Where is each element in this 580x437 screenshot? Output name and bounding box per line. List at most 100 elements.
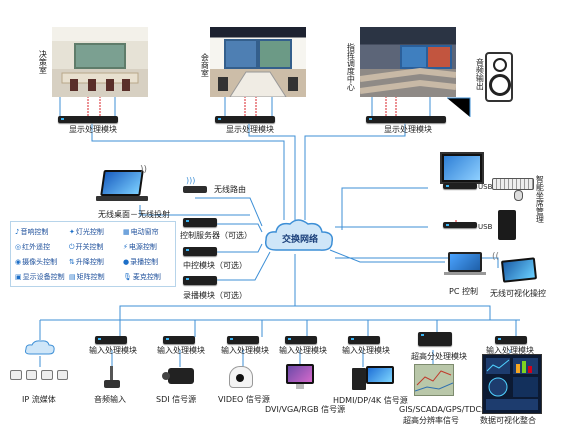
hires-module-device xyxy=(418,332,452,346)
legend-item-lift: ⇅升降控制 xyxy=(69,257,104,267)
legend-label: 麦克控制 xyxy=(132,273,161,281)
wireless-desktop-label: 无线桌面－无线投射 xyxy=(98,210,170,219)
legend-label: 电动窗帘 xyxy=(130,228,159,236)
legend-item-infrared: ◎红外遥控 xyxy=(15,242,50,252)
room-label-command: 指挥调度中心 xyxy=(346,43,356,91)
imac-icon xyxy=(286,364,314,384)
seat-module-1 xyxy=(443,183,477,189)
record-icon: ● xyxy=(123,258,130,266)
input-module-sdi xyxy=(163,336,195,344)
source-label-hires: 超高分辨率信号 xyxy=(403,416,459,425)
curtain-icon: ▦ xyxy=(123,228,130,236)
input-module-vga xyxy=(285,336,317,344)
source-label-video: VIDEO 信号源 xyxy=(218,395,270,404)
wireless-laptop-icon xyxy=(100,170,144,196)
infrared-icon: ◎ xyxy=(15,243,22,251)
input-module-label: 输入处理模块 xyxy=(342,346,390,355)
network-label: 交换网络 xyxy=(282,235,319,245)
meeting-room-photo xyxy=(210,27,306,97)
line-server xyxy=(216,223,263,233)
microphone-icon xyxy=(104,366,120,388)
sound-icon: ♪ xyxy=(15,228,20,236)
input-module-label: 输入处理模块 xyxy=(279,346,327,355)
central-control-label: 中控模块（可选） xyxy=(183,261,247,270)
legend-label: 矩阵控制 xyxy=(76,273,105,281)
legend-item-matrix: ▤矩阵控制 xyxy=(69,272,105,282)
ip-camera-icon xyxy=(41,370,53,380)
usb-label-2: USB xyxy=(478,223,493,231)
input-module-hdmi xyxy=(348,336,380,344)
mouse-icon xyxy=(514,190,523,201)
legend-item-switch: ⏻开关控制 xyxy=(69,242,104,252)
display-module-label-decision: 显示处理模块 xyxy=(69,125,117,134)
control-legend: ♪音响控制 ✦灯光控制 ▦电动窗帘 ◎红外遥控 ⏻开关控制 ⚡电源控制 ◉摄像头… xyxy=(10,221,176,287)
light-icon: ✦ xyxy=(69,228,75,236)
input-module-data xyxy=(495,336,527,344)
input-module-label: 输入处理模块 xyxy=(486,346,534,355)
wifi-icon: (( xyxy=(492,252,500,262)
legend-item-curtain: ▦电动窗帘 xyxy=(123,227,159,237)
input-module-label: 输入处理模块 xyxy=(221,346,269,355)
ip-cloud-icon xyxy=(24,340,56,356)
legend-item-power: ⚡电源控制 xyxy=(123,242,157,252)
legend-label: 红外遥控 xyxy=(22,243,51,251)
laptop-base xyxy=(444,272,486,275)
command-center-photo xyxy=(360,27,456,97)
control-server-device xyxy=(183,218,217,227)
legend-item-record: ●录播控制 xyxy=(123,257,158,267)
legend-item-display-device: ▣显示设备控制 xyxy=(15,272,65,282)
legend-label: 录播控制 xyxy=(130,258,159,266)
power-icon: ⚡ xyxy=(123,243,128,251)
room-label-meeting: 会商室 xyxy=(200,53,210,77)
display-module-meeting xyxy=(215,116,275,123)
dome-camera-icon xyxy=(229,366,253,388)
router-signal-icon: ))) xyxy=(186,176,196,185)
sdi-camera-icon xyxy=(162,368,194,384)
central-control-device xyxy=(183,247,217,256)
ip-camera-icon xyxy=(25,370,37,380)
data-visualization-wall-icon xyxy=(482,354,542,414)
matrix-icon: ▤ xyxy=(69,273,76,281)
display-module-label-meeting: 显示处理模块 xyxy=(226,125,274,134)
smart-seat-label: 智能坐席管理 xyxy=(535,175,545,223)
legend-label: 开关控制 xyxy=(75,243,104,251)
wireless-router-label: 无线路由 xyxy=(214,185,246,194)
display-module-decision xyxy=(58,116,118,123)
switch-icon: ⏻ xyxy=(69,242,75,251)
recording-device xyxy=(183,276,217,285)
source-label-sdi: SDI 信号源 xyxy=(156,395,197,404)
mic-icon: 🎙 xyxy=(123,273,132,281)
speaker-icon xyxy=(485,52,513,102)
audio-output-label: 音频输出 xyxy=(475,58,485,90)
ip-camera-icon xyxy=(56,370,68,380)
legend-item-light: ✦灯光控制 xyxy=(69,227,104,237)
monitor-small-icon xyxy=(366,366,394,384)
gis-map-icon xyxy=(414,364,454,396)
display-module-label-command: 显示处理模块 xyxy=(384,125,432,134)
source-label-audio: 音频输入 xyxy=(94,395,126,404)
line-decision xyxy=(91,122,285,220)
decision-room-photo xyxy=(52,27,148,97)
line-command xyxy=(304,122,406,220)
laptop-pc-icon xyxy=(448,252,482,272)
legend-label: 音响控制 xyxy=(20,228,49,236)
router-icon xyxy=(183,186,207,193)
monitor-icon xyxy=(440,152,484,184)
line-pc xyxy=(329,249,445,263)
control-server-label: 控制服务器（可选） xyxy=(180,231,252,240)
pc-tower-small-icon xyxy=(352,368,366,390)
room-label-decision: 决策室 xyxy=(38,50,48,74)
source-label-ip: IP 流媒体 xyxy=(22,395,56,404)
input-module-video xyxy=(227,336,259,344)
network-cloud: 交换网络 xyxy=(262,218,336,256)
line-laptop xyxy=(139,205,250,216)
line-record xyxy=(216,251,271,281)
wireless-visual-label: 无线可视化操控 xyxy=(490,289,546,298)
lift-icon: ⇅ xyxy=(69,258,75,266)
ip-camera-icon xyxy=(10,370,22,380)
legend-label: 电源控制 xyxy=(128,243,157,251)
line-router xyxy=(195,197,263,227)
legend-label: 显示设备控制 xyxy=(22,273,65,281)
legend-label: 摄像头控制 xyxy=(22,258,58,266)
